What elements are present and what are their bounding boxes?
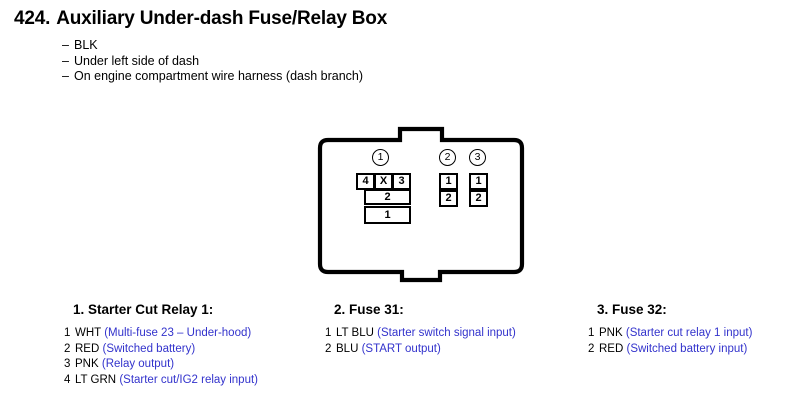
connector1-pin-2: 2 <box>364 189 411 205</box>
legend-row: 3 PNK (Relay output) <box>64 357 258 373</box>
legend-pin-number: 1 <box>64 327 71 339</box>
legend-column-connector-3: 3. Fuse 32: 1 PNK (Starter cut relay 1 in… <box>588 302 752 357</box>
connector1-pin-x: X <box>374 173 393 190</box>
connector-housing-outline <box>317 126 525 283</box>
page-title: 424.Auxiliary Under-dash Fuse/Relay Box <box>14 8 387 30</box>
notes-list: –BLK –Under left side of dash –On engine… <box>62 38 363 85</box>
note-item: –On engine compartment wire harness (das… <box>62 69 363 85</box>
legend-wire-code: LT BLU <box>336 327 374 339</box>
legend-wire-code: BLU <box>336 342 359 355</box>
connector-label-3: 3 <box>469 149 486 166</box>
legend-wire-code: PNK <box>75 358 99 370</box>
legend-wire-code: PNK <box>599 327 623 339</box>
connector-label-1: 1 <box>372 149 389 166</box>
legend-heading: 2. Fuse 31: <box>334 302 404 317</box>
connector3-pin-2: 2 <box>469 190 488 207</box>
note-dash: – <box>62 38 69 52</box>
fuse-relay-box-diagram: 1 2 3 4 X 3 2 1 1 2 1 2 <box>315 124 530 284</box>
legend-wire-description: (Starter cut/IG2 relay input) <box>119 373 259 386</box>
note-text: Under left side of dash <box>74 53 200 68</box>
connector1-pin-1: 1 <box>364 206 411 224</box>
legend-pin-number: 1 <box>588 327 595 339</box>
connector1-pin-4: 4 <box>356 173 375 190</box>
legend-pin-number: 1 <box>325 327 332 339</box>
connector1-pin-3: 3 <box>392 173 411 190</box>
legend-heading: 1. Starter Cut Relay 1: <box>73 302 214 317</box>
legend-pin-number: 2 <box>64 342 71 355</box>
note-item: –BLK <box>62 38 363 54</box>
legend-pin-number: 4 <box>64 373 71 386</box>
note-dash: – <box>62 53 69 68</box>
legend-row: 4 LT GRN (Starter cut/IG2 relay input) <box>64 373 258 389</box>
connector3-pin-1: 1 <box>469 173 488 190</box>
page-title-number: 424. <box>14 8 51 29</box>
note-text: BLK <box>74 38 98 52</box>
connector-label-2: 2 <box>439 149 456 166</box>
legend-column-connector-2: 2. Fuse 31: 1 LT BLU (Starter switch sign… <box>325 302 516 357</box>
legend-wire-description: (START output) <box>361 342 441 355</box>
legend-row: 2 RED (Switched battery input) <box>588 342 752 358</box>
connector2-pin-2: 2 <box>439 190 458 207</box>
legend-wire-description: (Switched battery) <box>102 342 196 355</box>
legend-row: 1 WHT (Multi-fuse 23 – Under-hood) <box>64 326 258 342</box>
connector2-pin-1: 1 <box>439 173 458 190</box>
legend-row: 1 LT BLU (Starter switch signal input) <box>325 326 516 342</box>
legend-pin-number: 3 <box>64 358 71 370</box>
legend-wire-description: (Multi-fuse 23 – Under-hood) <box>104 327 252 339</box>
legend-row: 2 BLU (START output) <box>325 342 516 358</box>
page-title-text: Auxiliary Under-dash Fuse/Relay Box <box>56 8 388 29</box>
legend-wire-description: (Starter switch signal input) <box>377 327 516 339</box>
legend-heading: 3. Fuse 32: <box>597 302 667 317</box>
legend-wire-code: WHT <box>75 327 101 339</box>
legend-wire-description: (Switched battery input) <box>626 342 748 355</box>
legend-row: 2 RED (Switched battery) <box>64 342 258 358</box>
legend-wire-code: RED <box>599 342 624 355</box>
note-text: On engine compartment wire harness (dash… <box>74 69 364 83</box>
legend-wire-code: RED <box>75 342 100 355</box>
legend-pin-number: 2 <box>588 342 595 355</box>
legend-pin-number: 2 <box>325 342 332 355</box>
pin-legend: 1. Starter Cut Relay 1: 1 WHT (Multi-fuse… <box>0 302 799 407</box>
legend-row: 1 PNK (Starter cut relay 1 input) <box>588 326 752 342</box>
legend-column-connector-1: 1. Starter Cut Relay 1: 1 WHT (Multi-fuse… <box>64 302 258 388</box>
note-dash: – <box>62 69 69 83</box>
legend-wire-code: LT GRN <box>75 373 117 386</box>
note-item: –Under left side of dash <box>62 54 363 70</box>
legend-wire-description: (Starter cut relay 1 input) <box>625 327 753 339</box>
legend-wire-description: (Relay output) <box>101 358 175 370</box>
